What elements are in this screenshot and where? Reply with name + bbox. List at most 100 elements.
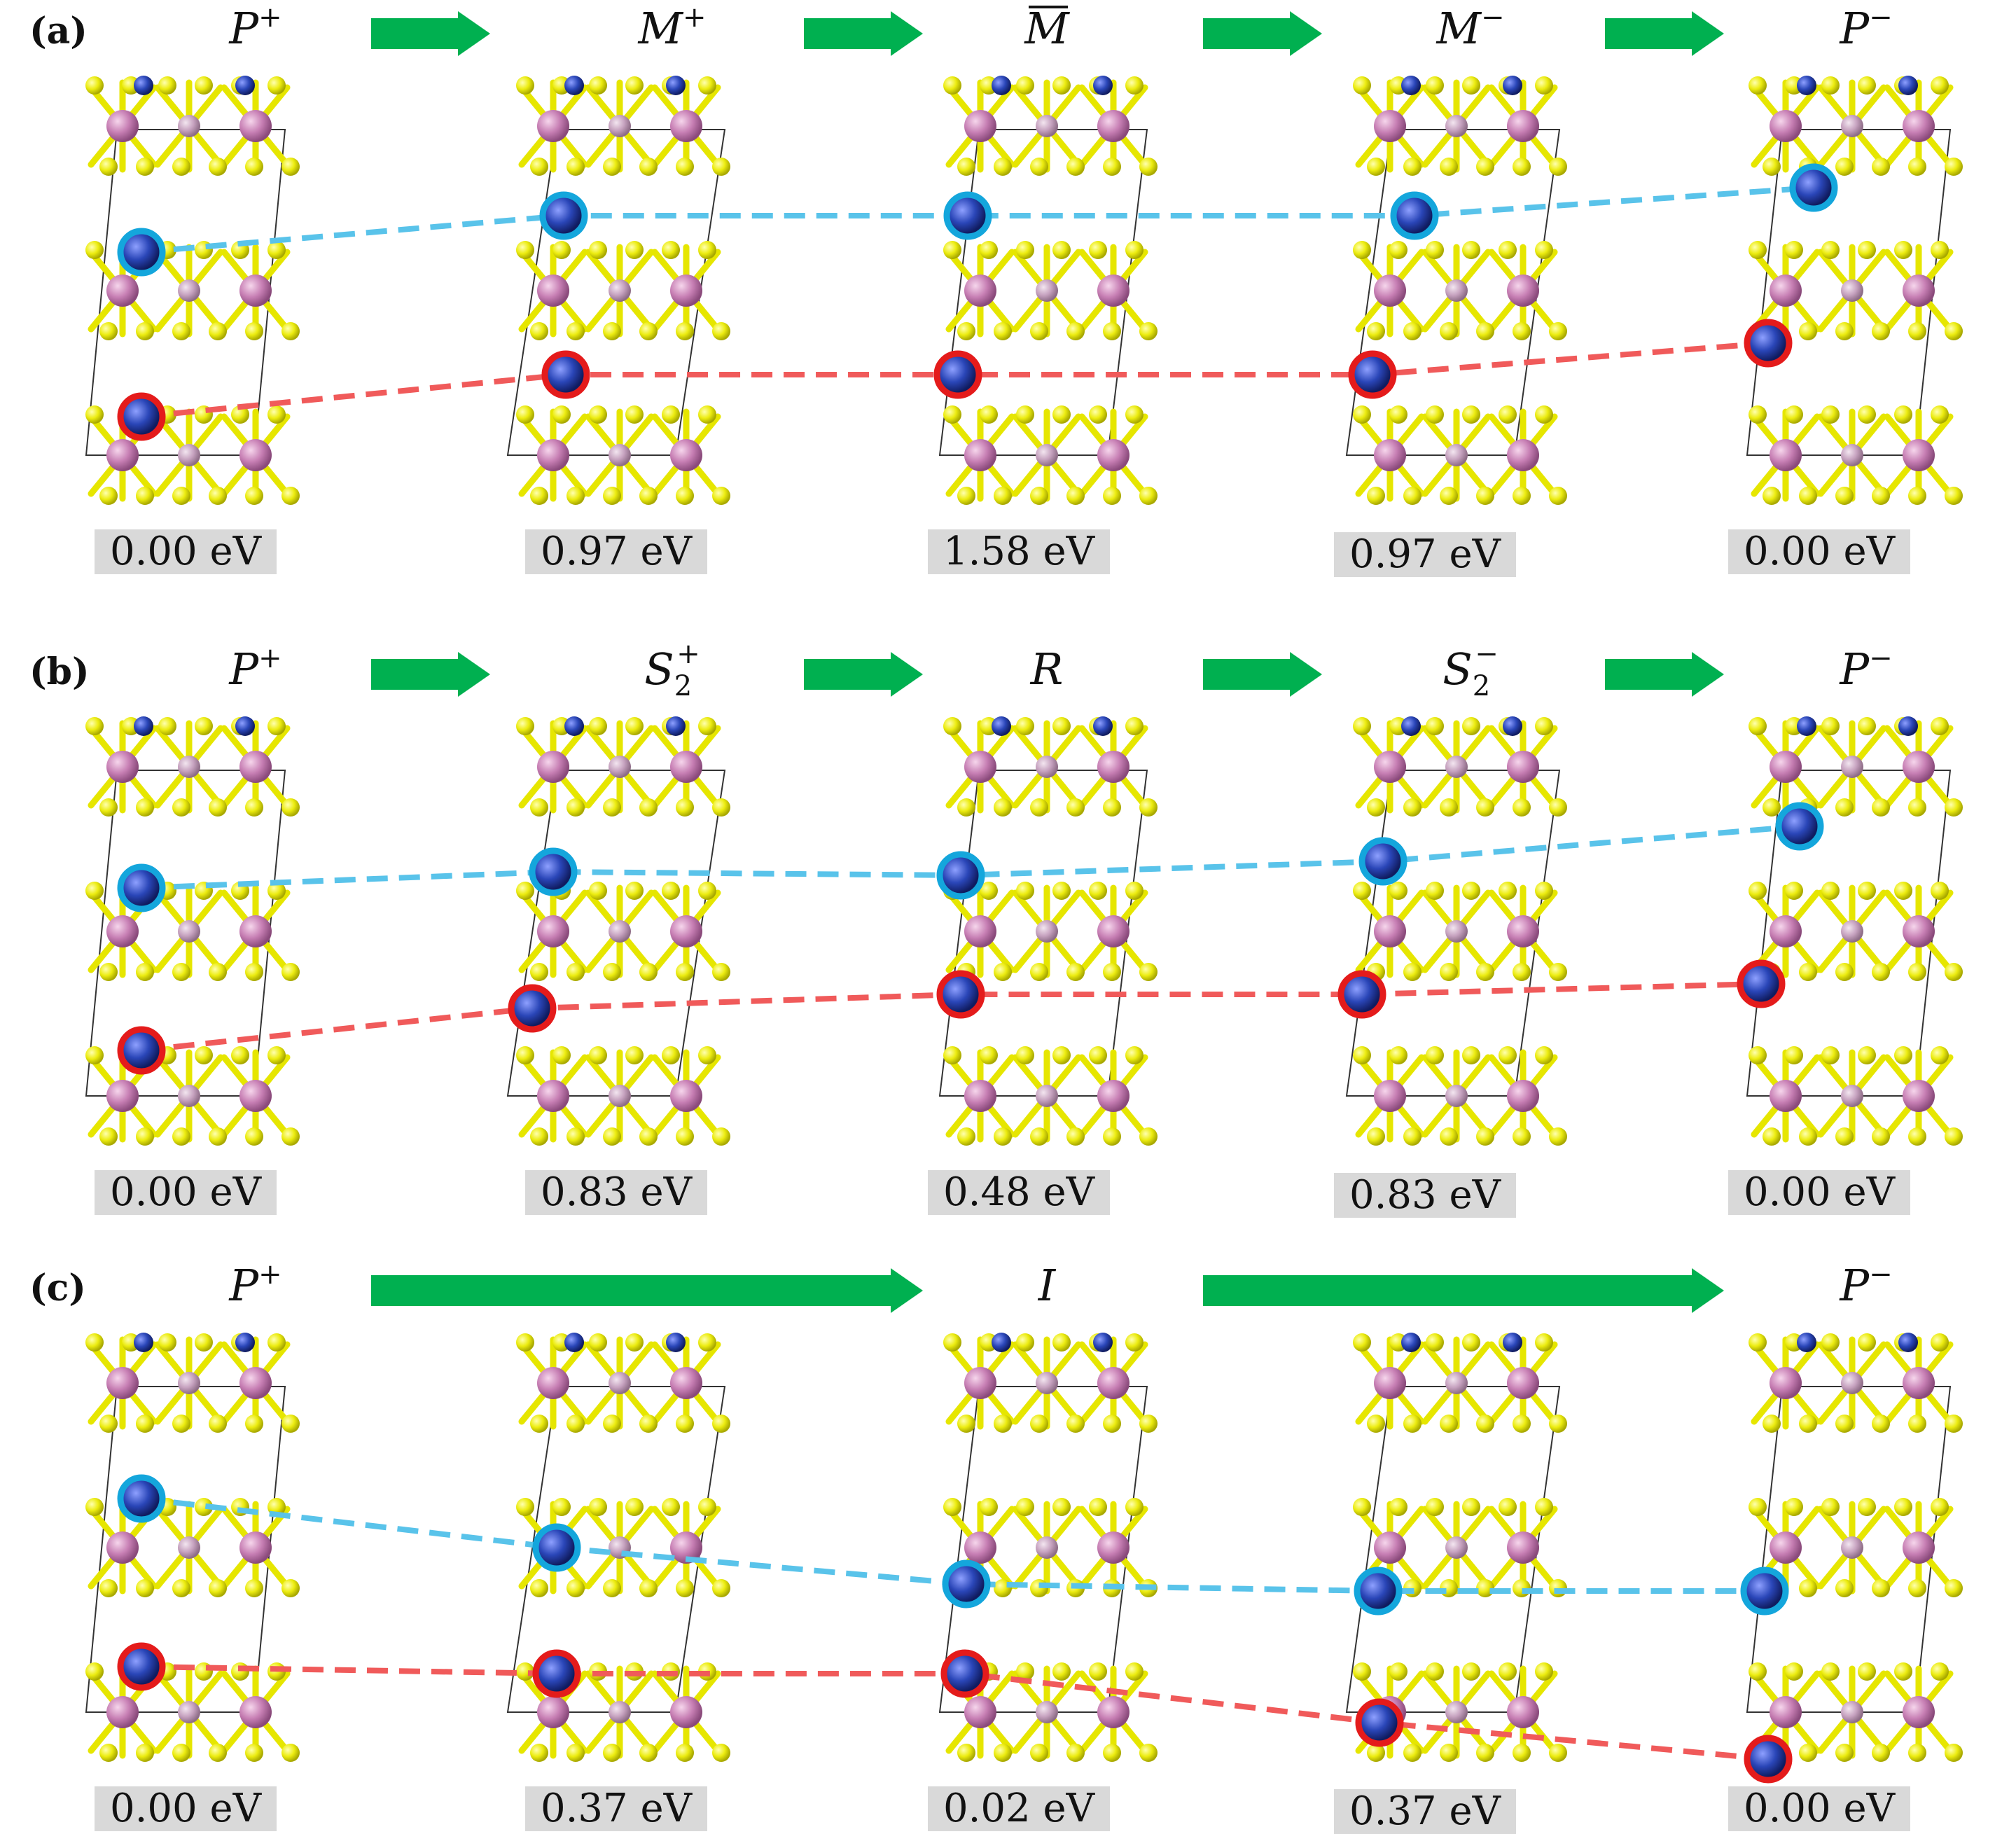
sulfur-atom (1462, 405, 1480, 424)
state-label-4: P− (1839, 1258, 1892, 1311)
energy-box (525, 1170, 707, 1215)
sulfur-atom (1945, 963, 1963, 981)
metal-atom (1507, 1367, 1539, 1399)
sulfur-atom (552, 1046, 571, 1064)
sulfur-atom (566, 798, 585, 817)
sulfur-atom (1030, 158, 1048, 176)
sulfur-atom (589, 717, 607, 735)
sulfur-atom (1549, 963, 1567, 981)
sulfur-atom (639, 1415, 658, 1433)
sulfur-atom (1030, 322, 1048, 340)
sulfur-atom (1353, 717, 1371, 735)
sulfur-atom (639, 798, 658, 817)
panel-label: (c) (29, 1267, 86, 1309)
sulfur-atom (957, 1127, 975, 1146)
sulfur-atom (195, 1046, 213, 1064)
sulfur-atom (1139, 798, 1158, 817)
sulfur-atom (99, 322, 118, 340)
atomic-layer (1749, 882, 1963, 981)
metal-atom (1036, 1372, 1058, 1394)
sulfur-atom (1016, 717, 1034, 735)
dopant-atom (1093, 716, 1113, 736)
tracked-atom (1365, 843, 1401, 880)
atomic-layer (943, 405, 1158, 505)
sulfur-atom (1872, 1127, 1890, 1146)
crystal-structure (1345, 76, 1567, 505)
sulfur-atom (1389, 241, 1407, 259)
energy-box (95, 1786, 277, 1831)
sulfur-atom (1066, 1415, 1085, 1433)
sulfur-atom (1462, 717, 1480, 735)
sulfur-atom (1016, 405, 1034, 424)
sulfur-atom (698, 1046, 716, 1064)
sulfur-atom (639, 322, 658, 340)
sulfur-atom (639, 1744, 658, 1762)
sulfur-atom (1462, 1498, 1480, 1516)
sulfur-atom (1858, 405, 1876, 424)
atomic-layer (85, 1333, 300, 1433)
metal-atom (1374, 275, 1406, 307)
atomic-layer (1749, 241, 1963, 340)
dopant-atom (1797, 76, 1816, 95)
sulfur-atom (1835, 1579, 1854, 1597)
sulfur-atom (172, 798, 190, 817)
sulfur-atom (1499, 241, 1517, 259)
atomic-layer (943, 1046, 1158, 1146)
metal-atom (1036, 920, 1058, 943)
energy-box (1334, 1173, 1516, 1218)
sulfur-atom (99, 798, 118, 817)
metal-atom (106, 751, 139, 783)
sulfur-atom (245, 158, 263, 176)
energy-value: 0.00 eV (1744, 529, 1896, 574)
sulfur-atom (1945, 322, 1963, 340)
sulfur-atom (1835, 158, 1854, 176)
sulfur-atom (1367, 158, 1385, 176)
sulfur-atom (267, 717, 286, 735)
sulfur-atom (209, 322, 227, 340)
metal-atom (537, 439, 569, 471)
dopant-atom (564, 76, 584, 95)
sulfur-atom (1103, 487, 1121, 505)
sulfur-atom (1103, 158, 1121, 176)
sulfur-atom (994, 322, 1012, 340)
sulfur-atom (1749, 717, 1767, 735)
sulfur-atom (589, 1498, 607, 1516)
tracked-atom (1396, 197, 1433, 234)
sulfur-atom (1799, 963, 1817, 981)
sulfur-atom (980, 405, 998, 424)
sulfur-atom (172, 1579, 190, 1597)
metal-atom (1903, 275, 1935, 307)
sulfur-atom (1499, 1498, 1517, 1516)
sulfur-atom (943, 1498, 961, 1516)
sulfur-atom (85, 241, 104, 259)
sulfur-atom (1440, 158, 1458, 176)
energy-value: 0.02 eV (943, 1786, 1096, 1831)
sulfur-atom (530, 963, 548, 981)
transition-arrow-1 (804, 652, 923, 697)
sulfur-atom (281, 322, 300, 340)
sulfur-atom (1835, 322, 1854, 340)
sulfur-atom (1403, 798, 1421, 817)
metal-atom (1445, 444, 1468, 466)
sulfur-atom (1894, 241, 1912, 259)
sulfur-atom (1821, 1662, 1840, 1681)
energy-value: 0.00 eV (110, 529, 263, 574)
transition-arrow-0 (371, 652, 490, 697)
sulfur-atom (1894, 882, 1912, 900)
dopant-atom (1898, 716, 1918, 736)
sulfur-atom (712, 1744, 730, 1762)
sulfur-atom (85, 1498, 104, 1516)
sulfur-atom (1749, 882, 1767, 900)
metal-atom (1903, 915, 1935, 947)
sulfur-atom (1749, 405, 1767, 424)
tracked-atom (950, 197, 986, 234)
sulfur-atom (136, 1579, 154, 1597)
transition-arrow-0 (371, 1268, 923, 1313)
sulfur-atom (1476, 963, 1494, 981)
sulfur-atom (1089, 1498, 1107, 1516)
atomic-layer (85, 716, 300, 817)
metal-atom (1097, 751, 1129, 783)
sulfur-atom (1799, 322, 1817, 340)
sulfur-atom (603, 322, 621, 340)
tracked-atom (538, 1529, 575, 1566)
